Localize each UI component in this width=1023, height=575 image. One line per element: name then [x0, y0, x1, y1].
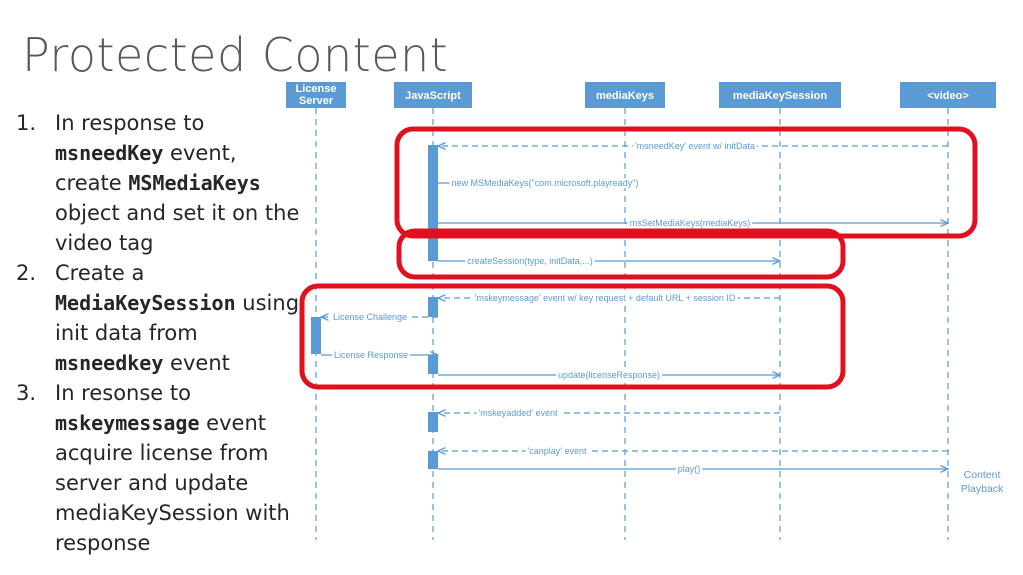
lane-label: JavaScript [405, 90, 461, 102]
lane-label: <video> [927, 90, 969, 102]
activation-bar [428, 355, 438, 374]
step-text-run: event, create [55, 141, 237, 195]
step-code-term: msneedKey [55, 141, 164, 165]
step-code-term: MediaKeySession [55, 291, 236, 315]
message-label: 'canplay' event [528, 446, 587, 456]
message-label-bg [449, 178, 641, 188]
highlight-box [299, 283, 846, 390]
lane-label: mediaKeys [596, 90, 654, 102]
message-label-bg [476, 408, 560, 418]
activation-bar [428, 412, 438, 432]
step-text: Create a MediaKeySession using init data… [55, 261, 299, 375]
lane-header-box [585, 82, 665, 108]
message-label: update(licenseResponse) [558, 370, 660, 380]
lane-label: mediaKeySession [733, 90, 827, 102]
message-label: 'msneedKey' event w/ initData [635, 141, 755, 151]
lane-label: License [296, 83, 337, 95]
message-label: 'mskeyadded' event [479, 408, 558, 418]
message-label-bg [330, 312, 410, 322]
lane-header-session: mediaKeySession [719, 82, 841, 108]
lane-header-box [286, 82, 346, 108]
message-label-bg [675, 464, 703, 474]
message-label: 'mskeymessage' event w/ key request + de… [475, 293, 736, 303]
step-text-run: In response to [55, 111, 205, 135]
lane-header-mediakeys: mediaKeys [585, 82, 665, 108]
message-label: License Challenge [333, 312, 407, 322]
slide-title: Protected Content [22, 28, 449, 82]
step-code-term: msneedkey [55, 351, 164, 375]
message-label: new MSMediaKeys("com.microsoft.playready… [452, 178, 639, 188]
lane-header-js: JavaScript [394, 82, 472, 108]
message-label-bg [633, 141, 757, 151]
step-item: 3. In resonse to mskeymessage event acqui… [16, 378, 301, 558]
step-text-run: In resonse to [55, 381, 191, 405]
step-item: 1. In response to msneedKey event, create… [16, 108, 301, 258]
step-text-run: Create a [55, 261, 145, 285]
message-label-bg [555, 370, 663, 380]
step-number: 1. [16, 111, 37, 135]
lane-header-box [900, 82, 996, 108]
highlight-box [396, 228, 846, 280]
message-label: License Response [334, 350, 408, 360]
step-text: In resonse to mskeymessage event acquire… [55, 381, 290, 555]
step-text-run: using init data from [55, 291, 300, 345]
lane-label: Server [299, 95, 334, 107]
message-label: play() [678, 464, 701, 474]
activation-bar [428, 451, 438, 469]
step-text-run: event acquire license from server and up… [55, 411, 290, 555]
lane-header-box [394, 82, 472, 108]
activation-bar [311, 317, 321, 354]
lane-header-box [719, 82, 841, 108]
message-label: createSession(type, initData,...) [467, 256, 593, 266]
message-label: msSetMediaKeys(mediaKeys) [630, 218, 751, 228]
step-number: 2. [16, 261, 37, 285]
message-label-bg [525, 446, 589, 456]
activation-bar [428, 297, 438, 317]
steps-list: 1. In response to msneedKey event, create… [16, 108, 301, 558]
lane-header-video: <video> [900, 82, 996, 108]
step-number: 3. [16, 381, 37, 405]
end-note: Playback [961, 483, 1004, 495]
step-item: 2. Create a MediaKeySession using init da… [16, 258, 301, 378]
end-note: Content [964, 469, 1001, 481]
step-text: In response to msneedKey event, create M… [55, 111, 299, 255]
highlight-box [394, 126, 978, 239]
message-label-bg [472, 293, 738, 303]
step-text-run: object and set it on the video tag [55, 201, 300, 255]
message-label-bg [627, 218, 753, 228]
step-text-run: event [163, 351, 230, 375]
message-label-bg [465, 256, 595, 266]
activation-bar [428, 145, 438, 261]
step-code-term: MSMediaKeys [128, 171, 261, 195]
step-code-term: mskeymessage [55, 411, 200, 435]
message-label-bg [331, 350, 411, 360]
